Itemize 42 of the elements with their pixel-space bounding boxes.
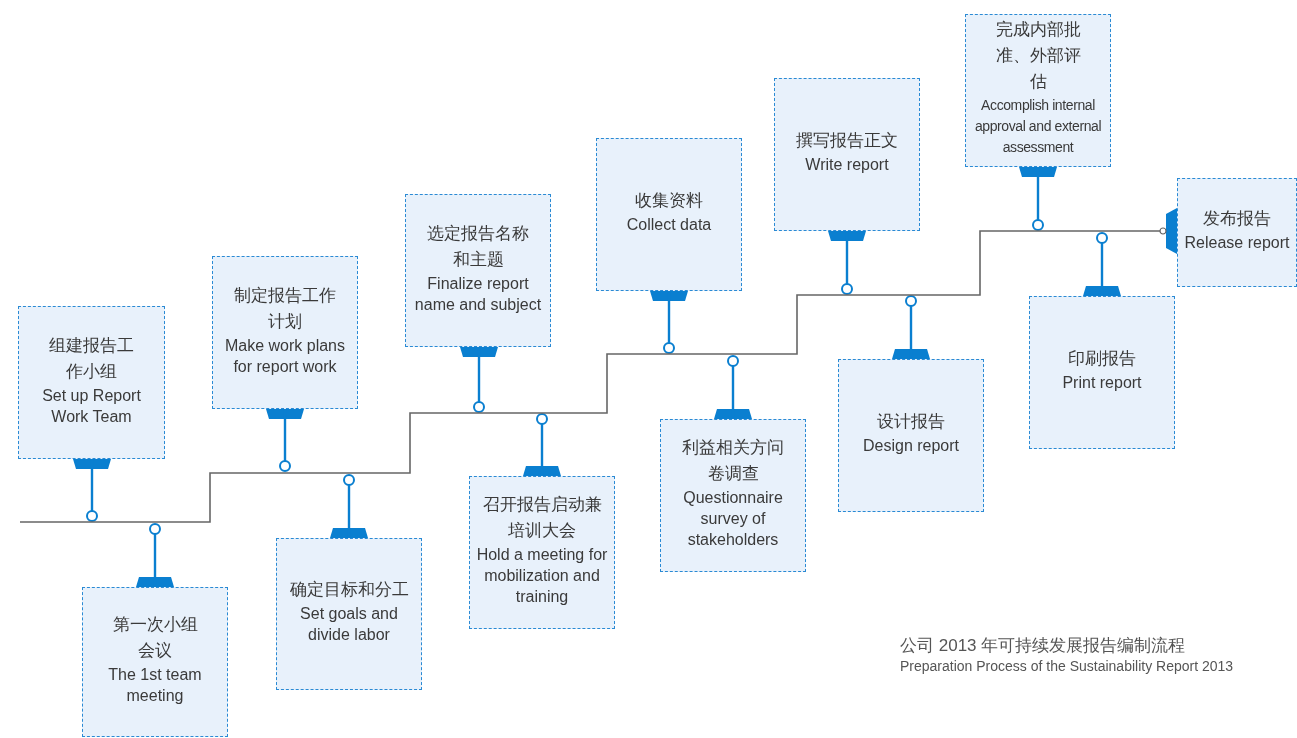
step-title: 召开报告启动兼培训大会 [481,494,603,542]
step-title: 制定报告工作计划 [233,284,337,333]
caption-subtitle: Preparation Process of the Sustainability Report 2013 [900,658,1234,674]
step-title: 发布报告 [1203,208,1271,230]
step-description: Print report [1062,373,1142,393]
step-description: Finalize report name and subject [413,273,543,315]
step-box [660,419,806,572]
step-title: 利益相关方问卷调查 [681,437,785,485]
step-box [82,587,228,737]
step-description: Write report [805,155,889,175]
step-description: Release report [1184,233,1290,253]
step-description: Design report [862,436,959,456]
step-description: The 1st team meeting [107,665,203,706]
step-box [405,194,551,347]
step-description: Questionnaire survey of stakeholders [682,488,784,550]
step-description: Collect data [626,215,712,235]
step-box [965,14,1111,167]
step-box [469,476,615,629]
caption-title: 公司 2013 年可持续发展报告编制流程 [900,635,1186,657]
step-description: Set goals and divide labor [299,604,399,645]
step-box [596,138,742,291]
step-box [838,359,984,512]
step-box [18,306,165,459]
step-title: 印刷报告 [1068,348,1136,370]
step-title: 完成内部批准、外部评估 [994,19,1082,93]
step-box [774,78,920,231]
step-title: 设计报告 [877,411,945,433]
step-title: 确定目标和分工 [289,579,409,601]
step-description: Make work plans for report work [223,335,346,377]
timeline-line [19,227,1167,523]
step-box [276,538,422,690]
step-title: 组建报告工作小组 [48,334,135,383]
step-box [1029,296,1175,449]
step-title: 第一次小组会议 [111,614,199,662]
step-description: Set up Report Work Team [41,385,142,427]
step-description: Accomplish internal approval and external assessment [973,96,1103,157]
step-title: 撰写报告正文 [796,130,898,152]
step-title: 收集资料 [635,190,703,212]
step-box [212,256,358,409]
step-description: Hold a meeting for mobilization and training [475,545,609,607]
step-title: 选定报告名称和主题 [426,222,530,271]
step-box [1177,178,1297,287]
